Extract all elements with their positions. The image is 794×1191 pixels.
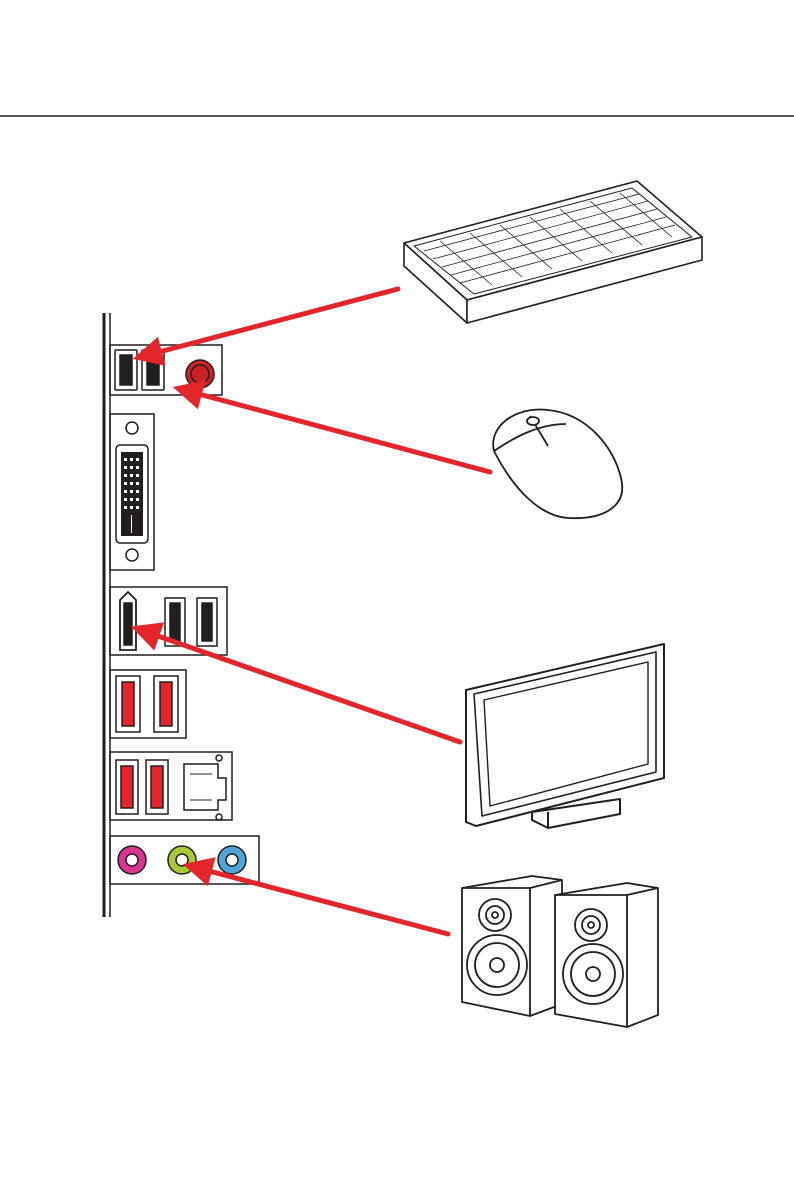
- ps2-port: [186, 360, 214, 388]
- usb3-block-1: [110, 670, 186, 738]
- dvi-block: [110, 414, 154, 570]
- keyboard-icon: [404, 181, 702, 323]
- usb3-lan-block: [110, 752, 232, 820]
- hdmi-usb-block: [110, 587, 227, 655]
- mouse-arrow: [180, 389, 490, 472]
- mouse-icon: [493, 409, 622, 518]
- keyboard-arrow: [140, 289, 398, 357]
- speaker-arrow: [190, 866, 448, 934]
- speakers-icon: [462, 876, 658, 1027]
- lan-port: [184, 764, 226, 810]
- monitor-icon: [466, 644, 664, 828]
